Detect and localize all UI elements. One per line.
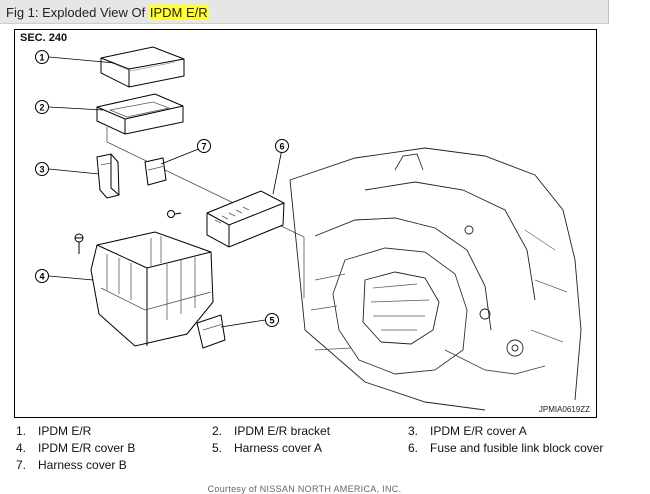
part-cover-b xyxy=(90,231,214,347)
legend-row: 1. IPDM E/R 2. IPDM E/R bracket 3. IPDM E/R… xyxy=(16,424,606,441)
callout-markers xyxy=(35,50,289,327)
vehicle-location-view xyxy=(289,147,582,411)
callout-6: 6 xyxy=(279,142,284,152)
callout-5: 5 xyxy=(269,316,274,326)
callout-3: 3 xyxy=(39,165,44,175)
part-ipdm-er xyxy=(100,46,185,88)
legend-row: 7. Harness cover B xyxy=(16,458,606,475)
legend-label: Fuse and fusible link block cover xyxy=(430,441,604,455)
part-ipdm-bracket xyxy=(96,93,184,135)
callout-circle-7 xyxy=(197,139,211,153)
legend-label: IPDM E/R cover A xyxy=(430,424,527,438)
legend-label: IPDM E/R xyxy=(38,424,92,438)
legend-item-6: 6. Fuse and fusible link block cover xyxy=(408,441,603,455)
legend-label: Harness cover B xyxy=(38,458,127,472)
callout-circle-1 xyxy=(35,50,49,64)
callout-circle-3 xyxy=(35,162,49,176)
legend-item-4: 4. IPDM E/R cover B xyxy=(16,441,135,455)
legend-item-5: 5. Harness cover A xyxy=(212,441,322,455)
callout-circle-6 xyxy=(275,139,289,153)
legend-item-7: 7. Harness cover B xyxy=(16,458,127,472)
callout-7: 7 xyxy=(201,142,206,152)
legend-num: 3. xyxy=(408,424,419,438)
figure-code: JPMIA0619ZZ xyxy=(538,405,590,414)
legend-label: Harness cover A xyxy=(234,441,323,455)
legend-num: 6. xyxy=(408,441,419,455)
part-harness-cover-b xyxy=(144,157,167,186)
courtesy-note: Courtesy of NISSAN NORTH AMERICA, INC. xyxy=(207,484,402,494)
part-fuse-block-cover xyxy=(206,190,285,248)
caption-highlight: IPDM E/R xyxy=(148,5,209,20)
legend-label: IPDM E/R bracket xyxy=(234,424,331,438)
diagram-artwork: 1 2 3 4 5 6 7 xyxy=(35,46,582,411)
section-label: SEC. 240 xyxy=(20,32,68,44)
exploded-view-diagram: 1 2 3 4 5 6 7 SEC. 240 JPMIA0619ZZ xyxy=(14,29,597,418)
callout-2: 2 xyxy=(39,103,44,113)
legend-num: 2. xyxy=(212,424,223,438)
part-harness-cover-a xyxy=(196,314,226,349)
figure-caption: Fig 1: Exploded View Of IPDM E/R xyxy=(0,0,609,24)
callout-circle-2 xyxy=(35,100,49,114)
part-cover-a xyxy=(96,153,120,199)
legend-num: 5. xyxy=(212,441,223,455)
assembly-outline xyxy=(106,127,305,298)
legend-row: 4. IPDM E/R cover B 5. Harness cover A 6. F… xyxy=(16,441,606,458)
callout-circle-4 xyxy=(35,269,49,283)
right-rail xyxy=(609,0,650,491)
legend-num: 1. xyxy=(16,424,27,438)
legend-num: 7. xyxy=(16,458,27,472)
leader-lines xyxy=(48,56,283,328)
part-bolts xyxy=(74,210,182,254)
legend-num: 4. xyxy=(16,441,27,455)
caption-prefix: Fig 1: Exploded View Of xyxy=(6,5,149,20)
legend-label: IPDM E/R cover B xyxy=(38,441,136,455)
callout-circle-5 xyxy=(265,313,279,327)
legend-item-3: 3. IPDM E/R cover A xyxy=(408,424,527,438)
callout-4: 4 xyxy=(39,272,44,282)
legend-item-2: 2. IPDM E/R bracket xyxy=(212,424,330,438)
callout-1: 1 xyxy=(39,53,44,63)
parts-legend: 1. IPDM E/R 2. IPDM E/R bracket 3. IPDM E/R… xyxy=(16,424,606,475)
legend-item-1: 1. IPDM E/R xyxy=(16,424,91,438)
